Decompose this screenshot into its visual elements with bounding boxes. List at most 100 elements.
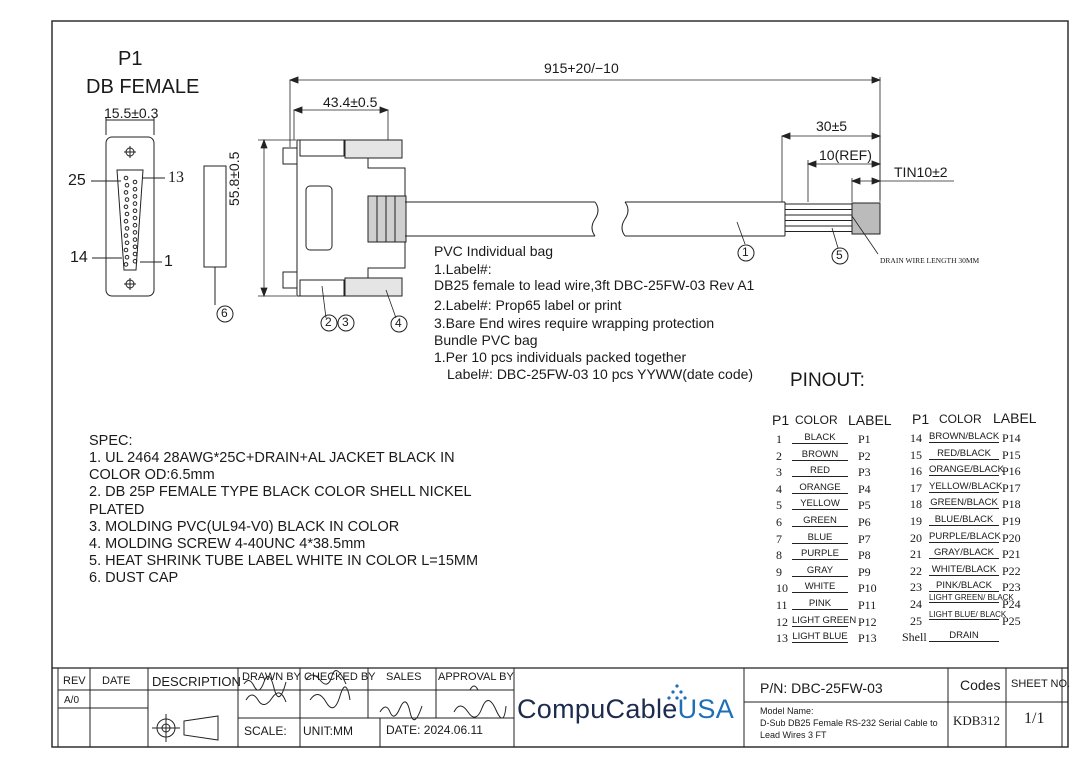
pin-number: 19 [910,514,922,528]
callout-3: 3 [342,315,349,329]
pin-hole [123,190,129,195]
spec-line: 5. HEAT SHRINK TUBE LABEL WHITE IN COLOR… [89,553,479,570]
sheet-border [51,20,1069,748]
note-line: DB25 female to lead wire,3ft DBC-25FW-03… [434,277,755,293]
pin-label: P13 [858,631,877,646]
pin-label: P2 [858,448,871,463]
spec-line: 3. MOLDING PVC(UL94-V0) BLACK IN COLOR [89,518,400,535]
pin-hole [132,244,138,250]
pin-13-label: 13 [168,169,184,186]
logo-dot [667,696,671,700]
pin-color: PURPLE/BLACK [929,530,1001,543]
pin-label: P12 [858,614,877,629]
dust-cap-drawing [203,165,227,268]
company-logo-text: CompuCableUSA [517,694,734,725]
pin-number: 4 [776,481,782,496]
pin-label: P7 [858,531,871,546]
callout-4: 4 [395,316,402,330]
pin-label: P19 [1002,514,1021,528]
pin-label: P11 [858,598,877,612]
pin-color: PINK/BLACK [929,580,999,593]
spec-line: 4. MOLDING SCREW 4-40UNC 4*38.5mm [89,536,366,552]
pin-color: BLUE [792,532,848,544]
callout-circles [216,244,849,333]
logo-dots [667,684,687,700]
pin-hole [132,179,138,185]
pin-color: PINK [792,598,848,610]
pin-hole [132,237,138,242]
rev-value: A/0 [64,695,80,706]
model-name-line1: D-Sub DB25 Female RS-232 Serial Cable to [760,718,938,728]
note-line: PVC Individual bag [434,243,554,259]
logo-word-compucable: CompuCable [517,694,678,724]
pin-number: 23 [910,580,922,595]
pin-holes [123,175,138,267]
pin-14-label: 14 [70,249,88,266]
ref-length-dim: 10(REF) [819,147,872,163]
connector-width-dim: 15.5±0.3 [104,105,159,121]
head-length-dim: 43.4±0.5 [323,94,378,110]
pin-color: LIGHT GREEN [792,614,857,627]
signatures [243,670,507,721]
pinout-header-p1: P1 [912,411,930,427]
pin-label: P4 [858,481,871,496]
pin-label: P23 [1002,580,1021,595]
tinned-ends [851,202,881,235]
pin-hole [124,226,130,231]
pin-label: P24 [1002,597,1021,611]
pin-number: 5 [776,498,782,513]
sales-header: SALES [386,671,422,683]
unit-label: UNIT:MM [303,724,353,738]
pin-hole [123,247,129,253]
pin-hole [132,201,138,206]
spec-line: 1. UL 2464 28AWG*25C+DRAIN+AL JACKET BLA… [89,450,455,466]
tin-length-dim: TIN10±2 [894,164,948,180]
pinout-header-p1: P1 [772,412,790,428]
approval-by-header: APPROVAL BY [438,671,514,683]
description-header: DESCRIPTION [152,674,241,689]
note-line: 2.Label#: Prop65 label or print [434,297,622,313]
logo-dot [671,690,675,694]
pin-color: PURPLE [792,548,848,561]
pin-number: 7 [776,531,782,546]
connector-face-view [91,117,165,297]
pin-color: WHITE/BLACK [929,564,999,576]
logo-dot [683,696,687,700]
pin-label: P20 [1002,530,1021,545]
pin-label: P22 [1002,563,1021,578]
spec-title: SPEC: [89,433,133,449]
pin-hole [123,233,129,238]
checked-by-header: CHECKED BY [304,671,376,683]
note-line: Bundle PVC bag [434,332,538,348]
pin-color: WHITE [792,581,848,594]
scale-label: SCALE: [244,724,287,738]
pin-number: 16 [910,464,922,479]
logo-dot [679,690,683,694]
pin-number: 22 [910,563,922,578]
dimension-lines [258,76,954,319]
pin-label: P21 [1002,547,1021,562]
model-name-line2: Lead Wires 3 FT [760,730,827,740]
pin-number: 15 [910,447,922,462]
pin-hole [132,251,138,257]
logo-word-usa: USA [677,694,735,724]
pin-color: DRAIN [929,630,999,643]
pin-color: GREEN [792,515,848,527]
pin-label: P10 [858,581,877,596]
pin-hole [124,240,130,246]
pin-color: LIGHT GREEN/ BLACK [929,593,1014,603]
callout-5: 5 [836,248,843,262]
pin-number: 1 [776,432,782,446]
pinout-header-label: LABEL [993,410,1037,426]
pin-hole [132,186,138,192]
pin-label: P6 [858,515,871,529]
title-block-lines [52,667,1068,747]
pin-number: 10 [776,581,788,596]
cable-side-view [282,139,881,297]
strip-length-dim: 30±5 [816,118,848,134]
logo-dot [675,684,679,688]
pin-label: P14 [1002,431,1021,445]
pinout-header-label: LABEL [848,412,892,428]
pin-color: LIGHT BLUE/ BLACK [929,609,1007,620]
pin-hole [124,254,130,260]
